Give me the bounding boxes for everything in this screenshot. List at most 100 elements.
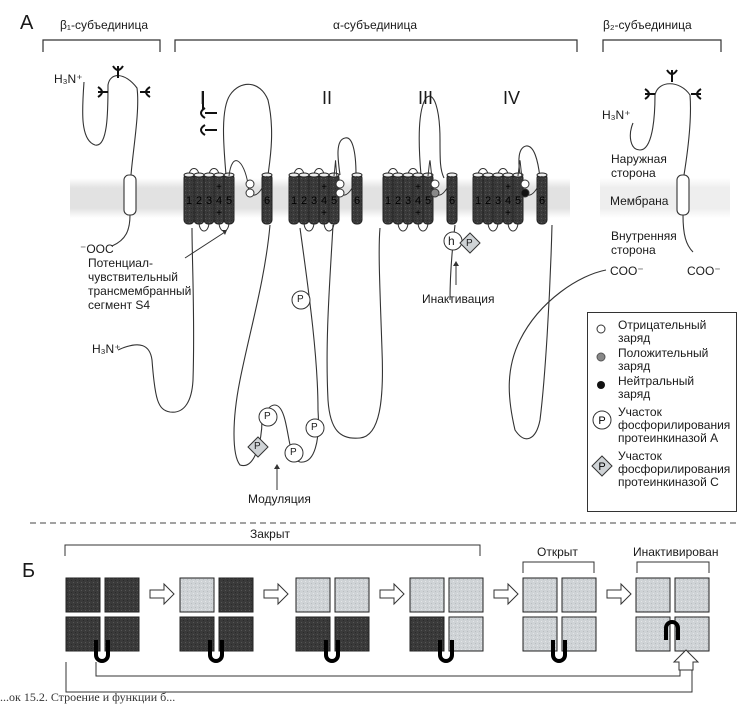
- svg-text:5: 5: [515, 195, 521, 207]
- gray-charge-icon: [430, 188, 440, 198]
- svg-text:+: +: [216, 208, 222, 219]
- open-charge-icon: [335, 179, 345, 189]
- figure-caption-text: ...ок 15.2. Строение и функции б...: [0, 690, 176, 704]
- phospho-circle-icon: P: [592, 410, 612, 430]
- svg-text:5: 5: [425, 195, 431, 207]
- svg-text:1: 1: [186, 195, 192, 207]
- svg-text:+: +: [321, 208, 327, 219]
- alpha-backbone: [117, 224, 607, 466]
- modulation-sites: [247, 290, 325, 463]
- phospho-a-mark: P: [264, 411, 271, 422]
- domain-iv-label: IV: [503, 88, 521, 108]
- segment-s3: 3: [203, 172, 215, 225]
- svg-text:2: 2: [301, 195, 307, 207]
- segment-s5: 5: [422, 172, 434, 225]
- open-charge-icon: [335, 188, 345, 198]
- inactivated-bracket: [636, 561, 710, 573]
- segment-s3: 3: [492, 172, 504, 225]
- open-charge-icon: [245, 188, 255, 198]
- svg-text:1: 1: [291, 195, 297, 207]
- beta1-n-terminus: H₃N⁺: [54, 72, 83, 86]
- segment-s2: 2: [193, 172, 205, 225]
- open-bracket: [522, 561, 595, 573]
- svg-text:3: 3: [206, 195, 212, 207]
- inactivation-gate-icon: [551, 640, 567, 663]
- beta2-title: β₂-субъединица: [603, 18, 692, 32]
- svg-text:+: +: [505, 182, 511, 193]
- inactivation-phospho-label: P: [466, 238, 473, 249]
- closed-bracket: [64, 544, 481, 556]
- gray-circle-icon: [596, 352, 606, 362]
- svg-text:3: 3: [405, 195, 411, 207]
- inactivation-gate-icon: [324, 640, 340, 663]
- phospho-diamond-icon: P: [591, 455, 613, 477]
- inactivation-gate-icon: [208, 640, 224, 663]
- svg-text:+: +: [216, 182, 222, 193]
- segment-s5: 5: [223, 172, 235, 225]
- svg-text:6: 6: [264, 195, 270, 207]
- segment-s4: 4++: [412, 172, 424, 225]
- segment-s3: 3: [308, 172, 320, 225]
- inactivation-gate-icon: [664, 620, 680, 640]
- segment-s1: 1: [382, 172, 394, 225]
- segment-s1: 1: [288, 172, 300, 225]
- transition-arrow-icon: [379, 582, 405, 606]
- beta2-bracket: [602, 39, 722, 52]
- segment-s5: 5: [512, 172, 524, 225]
- open-charge-icon: [430, 179, 440, 189]
- transition-arrow-icon: [606, 582, 632, 606]
- inner-side-label: Внутренняя сторона: [611, 229, 677, 257]
- svg-text:+: +: [321, 182, 327, 193]
- segment-s2: 2: [298, 172, 310, 225]
- alpha-n-terminus: H₃N⁺: [92, 342, 121, 356]
- outer-side-label: Наружная сторона: [611, 152, 667, 180]
- beta1-c-terminus: ⁻OOC: [80, 242, 114, 256]
- inactivation-gate-label: h: [448, 234, 455, 248]
- state-closed-label: Закрыт: [250, 527, 290, 541]
- svg-text:6: 6: [354, 195, 360, 207]
- svg-text:1: 1: [475, 195, 481, 207]
- svg-text:4: 4: [321, 195, 327, 207]
- beta1-bracket: [42, 39, 161, 52]
- svg-text:+: +: [415, 208, 421, 219]
- transition-arrow-icon: [263, 582, 289, 606]
- channel-state-6: [635, 577, 710, 652]
- state-open-label: Открыт: [537, 545, 578, 559]
- segment-s1: 1: [183, 172, 195, 225]
- open-circle-icon: [596, 324, 606, 334]
- svg-text:4: 4: [216, 195, 222, 207]
- transition-arrow-icon: [149, 582, 175, 606]
- alpha-bracket: [174, 39, 578, 52]
- svg-text:2: 2: [485, 195, 491, 207]
- svg-text:4: 4: [505, 195, 511, 207]
- beta2-n-terminus: H₃N⁺: [602, 108, 631, 122]
- segment-s4: 4++: [213, 172, 225, 225]
- channel-state-1: [65, 577, 140, 663]
- alpha-title: α-субъединица: [333, 18, 418, 32]
- beta1-title: β₁-субъединица: [60, 18, 149, 32]
- phospho-c-mark: P: [254, 441, 261, 452]
- svg-text:6: 6: [539, 195, 545, 207]
- segment-s2: 2: [482, 172, 494, 225]
- black-charge-icon: [520, 188, 530, 198]
- svg-text:P: P: [598, 415, 605, 427]
- inactivation-label: Инактивация: [422, 292, 495, 306]
- phospho-a-mark: P: [290, 447, 297, 458]
- membrane-band-right: [600, 178, 730, 218]
- svg-text:5: 5: [331, 195, 337, 207]
- svg-text:3: 3: [311, 195, 317, 207]
- svg-text:5: 5: [226, 195, 232, 207]
- inactivation-gate-icon: [438, 640, 454, 663]
- segment-s4: 4++: [502, 172, 514, 225]
- channel-state-5: [522, 577, 597, 663]
- svg-text:+: +: [505, 208, 511, 219]
- segment-s6: 6: [536, 172, 548, 225]
- panel-b-label: Б: [22, 560, 36, 582]
- s4-arrow: [184, 231, 226, 259]
- s4-label: Потенциал- чувствительный трансмембранны…: [88, 256, 192, 312]
- segment-s1: 1: [472, 172, 484, 225]
